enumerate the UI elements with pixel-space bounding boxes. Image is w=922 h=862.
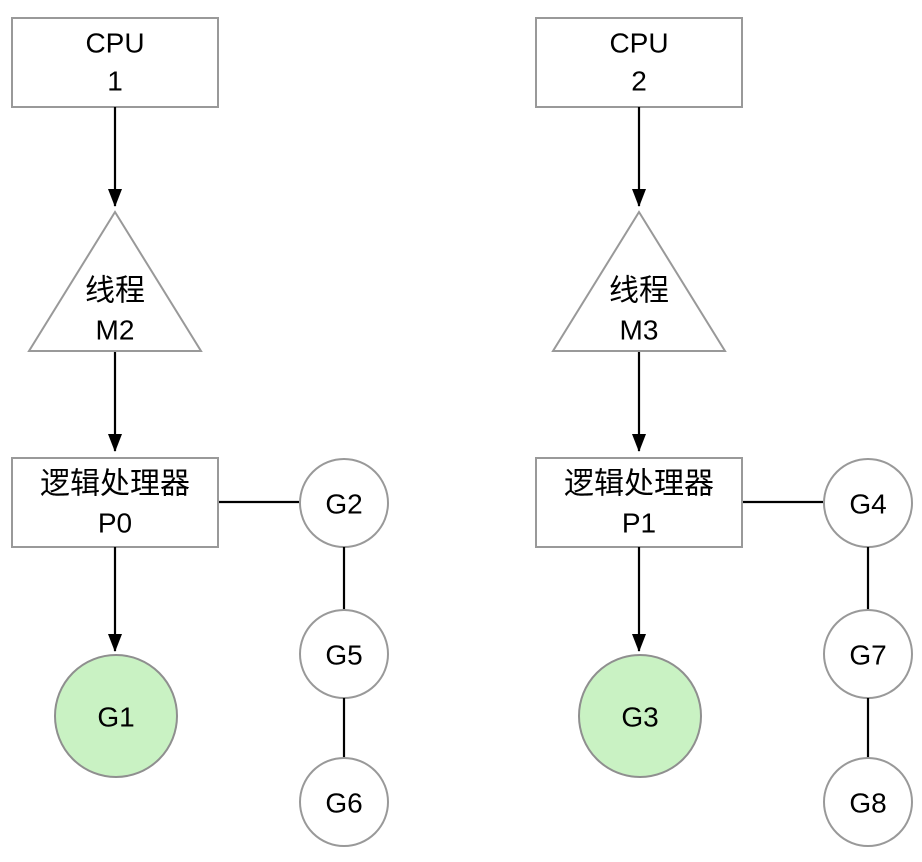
- goroutine-g4-label: G4: [849, 489, 886, 520]
- goroutine-g8-label: G8: [849, 788, 886, 819]
- goroutine-g3-label: G3: [621, 702, 658, 733]
- processor-p0-label-line2: P0: [98, 508, 132, 539]
- processor-p1-box: [535, 457, 743, 548]
- cpu2-box: [535, 17, 743, 108]
- cpu1-box: [11, 17, 219, 108]
- thread-m3-label-line2: M3: [620, 315, 659, 346]
- goroutine-g2-label: G2: [325, 489, 362, 520]
- goroutine-g6-circle: [299, 757, 389, 847]
- processor-p0-label-line1: 逻辑处理器: [40, 468, 190, 501]
- thread-m3-label-line1: 线程: [609, 275, 669, 308]
- cpu1-label-line2: 1: [107, 66, 123, 97]
- goroutine-g1-circle: [54, 654, 178, 778]
- processor-p1-label-line2: P1: [622, 508, 656, 539]
- cpu1-label-line1: CPU: [85, 28, 144, 59]
- thread-m3-triangle: [551, 210, 727, 352]
- cpu2-label-line2: 2: [631, 66, 647, 97]
- thread-m2-label-line2: M2: [96, 315, 135, 346]
- goroutine-g6-label: G6: [325, 788, 362, 819]
- goroutine-g5-label: G5: [325, 640, 362, 671]
- column-cpu2: CPU 2 线程 M3 逻辑处理器 P1 G4 G7: [535, 17, 913, 847]
- thread-m2-label-line1: 线程: [85, 275, 145, 308]
- processor-p1-label-line1: 逻辑处理器: [564, 468, 714, 501]
- goroutine-g7-label: G7: [849, 640, 886, 671]
- thread-m2-triangle: [27, 210, 203, 352]
- cpu2-label-line1: CPU: [609, 28, 668, 59]
- goroutine-g1-label: G1: [97, 702, 134, 733]
- goroutine-g3-circle: [578, 654, 702, 778]
- goroutine-g8-circle: [823, 757, 913, 847]
- column-cpu1: CPU 1 线程 M2 逻辑处理器 P0 G2 G5: [11, 17, 389, 847]
